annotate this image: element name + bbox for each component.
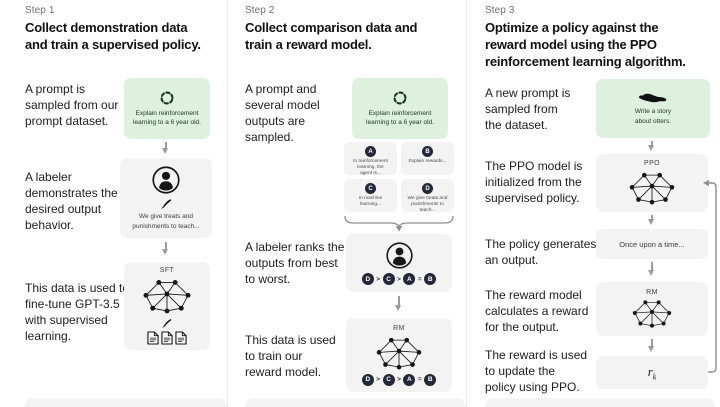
option-badge-d: D — [422, 183, 433, 194]
step-3-label: Step 3 — [485, 5, 515, 16]
rank-badge: B — [424, 273, 437, 285]
output-option-b: B Explain rewards... — [401, 142, 454, 175]
bottom-card-edge — [485, 398, 715, 407]
rank-badge: A — [403, 273, 416, 285]
generated-output-box: Once upon a time... — [596, 229, 708, 259]
step-1-title: Collect demonstration data and train a s… — [25, 20, 201, 53]
rank-separator: = — [417, 275, 422, 283]
step-3-row-5-text: The reward is used to update the policy … — [485, 348, 588, 395]
output-option-d: D We give treats and punishments to teac… — [401, 179, 454, 213]
prompt-box-text: Explain reinforcement learning to a 6 ye… — [366, 109, 434, 126]
rank-separator: > — [397, 376, 401, 383]
step-2-label: Step 2 — [245, 5, 275, 16]
step-3-row-4-text: The reward model calculates a reward for… — [485, 288, 589, 335]
generated-output-text: Once upon a time... — [619, 239, 685, 249]
output-option-c: C In machine learning... — [344, 179, 397, 212]
step-3-row-3-text: The policy generates an output. — [485, 237, 597, 268]
step-1-row-1-text: A prompt is sampled from our prompt data… — [25, 82, 119, 129]
rm-label: RM — [646, 289, 658, 296]
rank-badge: D — [361, 373, 374, 386]
reward-symbol: r — [647, 363, 653, 379]
sft-model-box: SFT — [124, 262, 210, 350]
ranking: D > C > A = B — [361, 373, 437, 386]
step-2-row-3-text: This data is used to train our reward mo… — [245, 333, 336, 380]
rank-separator: > — [376, 275, 381, 283]
option-badge-b: B — [422, 146, 433, 157]
reward-model-box-step-3: RM — [596, 282, 708, 336]
output-option-a: A In reinforcement learning, the agent i… — [344, 142, 397, 176]
option-badge-c: C — [365, 183, 376, 194]
ppo-model-box: PPO — [596, 154, 708, 212]
labeler-ranking-box: D > C > A = B — [346, 234, 452, 292]
down-arrow-icon — [648, 215, 654, 225]
reward-subscript: k — [652, 372, 657, 382]
rm-label: RM — [393, 324, 405, 332]
rank-separator: > — [397, 275, 401, 283]
reward-value-box: rk — [596, 356, 708, 389]
option-text-b: Explain rewards... — [408, 159, 447, 164]
down-arrow-icon — [648, 339, 654, 352]
prompt-box-text: Write a story about otters. — [634, 108, 672, 125]
rank-separator: = — [417, 376, 422, 383]
down-arrow-icon — [395, 296, 401, 311]
column-divider-2 — [466, 0, 467, 407]
prompt-box-step-2: Explain reinforcement learning to a 6 ye… — [352, 78, 448, 139]
step-2-row-1-text: A prompt and several model outputs are s… — [245, 82, 320, 145]
step-3-row-2-text: The PPO model is initialized from the su… — [485, 159, 583, 206]
rank-badge: A — [403, 373, 416, 386]
option-badge-a: A — [365, 146, 376, 157]
option-text-c: In machine learning... — [358, 196, 383, 207]
down-arrow-icon — [162, 142, 168, 154]
rank-badge: C — [382, 373, 395, 386]
rank-badge: C — [382, 273, 395, 285]
down-arrow-icon — [648, 141, 654, 151]
ppo-label: PPO — [644, 160, 660, 167]
rank-badge: B — [424, 373, 437, 386]
rank-badge: D — [361, 273, 374, 285]
ranking: D > C > A = B — [361, 273, 437, 285]
option-text-d: We give treats and punishments to teach.… — [407, 196, 448, 213]
column-divider-1 — [227, 0, 228, 407]
curly-brace-icon — [344, 215, 454, 232]
rank-separator: > — [376, 376, 381, 383]
step-1-row-2-text: A labeler demonstrates the desired outpu… — [25, 170, 118, 233]
bottom-card-edge — [25, 398, 227, 407]
down-arrow-icon — [162, 242, 168, 255]
step-2-row-2-text: A labeler ranks the outputs from best to… — [245, 240, 345, 287]
step-1-label: Step 1 — [25, 5, 55, 16]
prompt-box-step-1: Explain reinforcement learning to a 6 ye… — [124, 78, 210, 139]
option-text-a: In reinforcement learning, the agent is.… — [353, 159, 388, 176]
sft-label: SFT — [159, 267, 175, 274]
down-arrow-icon — [648, 262, 654, 276]
reward-model-box: RM D > C > A = B — [346, 318, 452, 392]
bottom-card-edge — [245, 398, 465, 407]
step-3-title: Optimize a policy against the reward mod… — [485, 20, 686, 70]
step-2-title: Collect comparison data and train a rewa… — [245, 20, 418, 53]
step-1-row-3-text: This data is used to fine-tune GPT-3.5 w… — [25, 281, 129, 344]
demonstration-text: We give treats and punishments to teach.… — [132, 213, 200, 230]
step-3-row-1-text: A new prompt is sampled from the dataset… — [485, 86, 571, 133]
labeler-demonstration-box: We give treats and punishments to teach.… — [120, 158, 212, 238]
reward-value: rk — [648, 364, 657, 382]
prompt-box-text: Explain reinforcement learning to a 6 ye… — [133, 109, 201, 126]
prompt-box-step-3: Write a story about otters. — [596, 79, 710, 138]
